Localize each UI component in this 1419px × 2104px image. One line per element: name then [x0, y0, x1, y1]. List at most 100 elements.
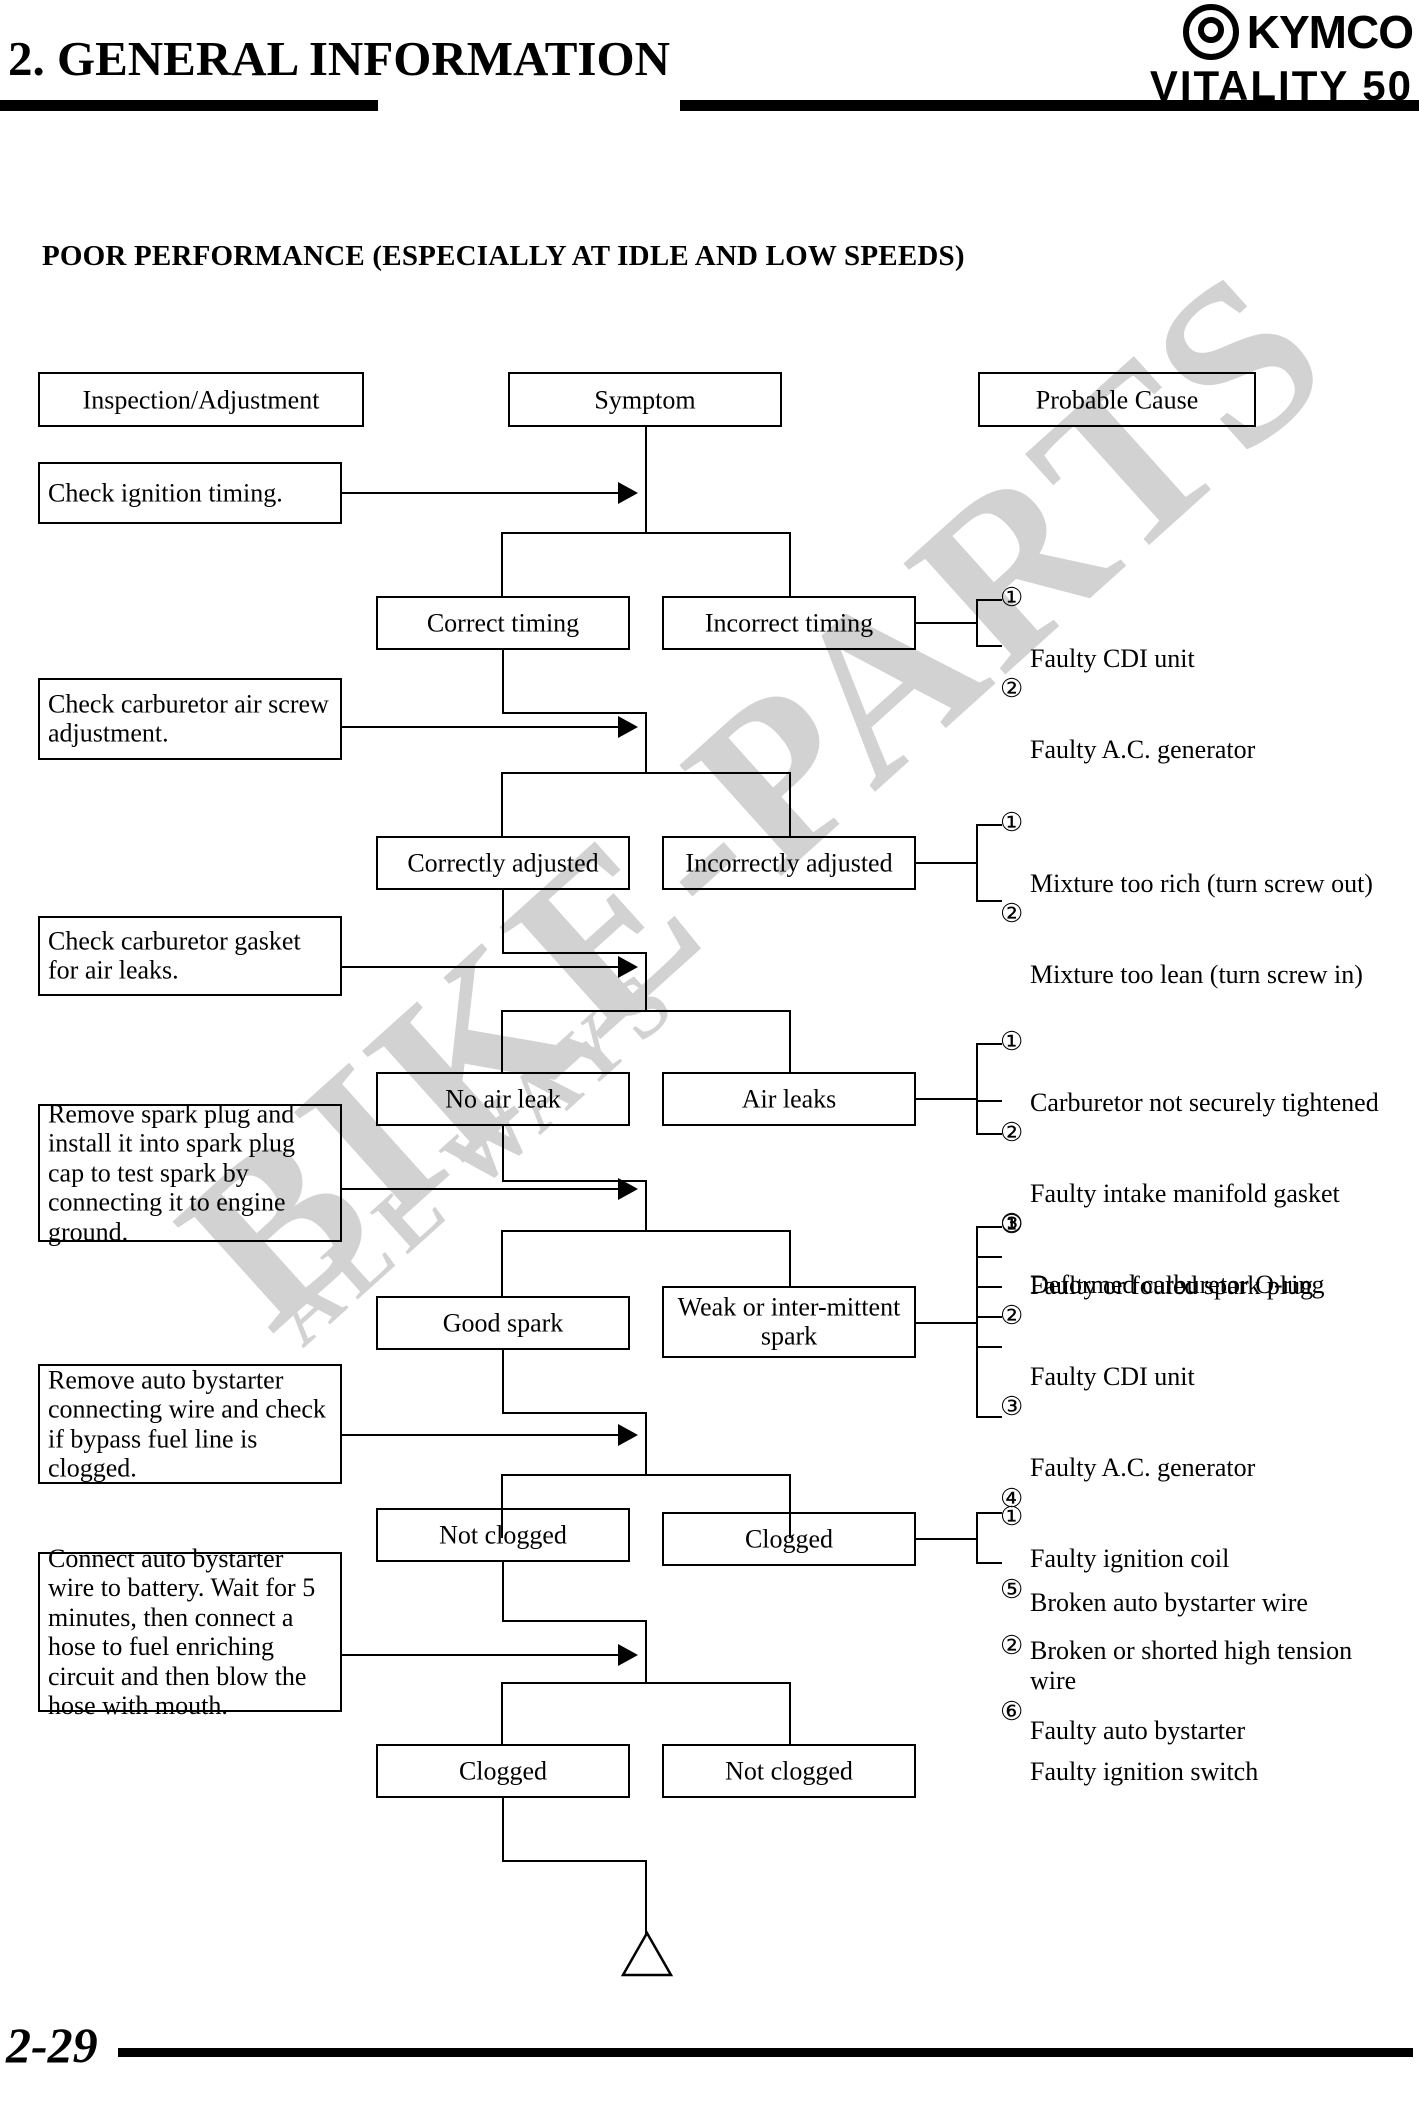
arrow-inspection-5: [618, 1424, 638, 1446]
cause-list-4: ① Faulty or fouled spark plug ② Faulty C…: [1000, 1210, 1400, 1788]
cause-marker: ①: [1000, 583, 1024, 612]
branch-right-3: [789, 1010, 791, 1072]
cause-marker: ③: [1000, 1392, 1024, 1422]
cause-item: ① Faulty CDI unit: [1000, 583, 1400, 674]
cause-text: Faulty CDI unit: [1030, 643, 1195, 673]
cause-tick-4-3: [976, 1286, 1002, 1288]
cause-tick-4-1: [976, 1226, 1002, 1228]
cause-marker: ①: [1000, 1027, 1024, 1056]
symptom-fail-box-6-label: Not clogged: [725, 1756, 853, 1786]
symptom-pass-box-4-label: Good spark: [442, 1308, 564, 1338]
footer-divider: [118, 2048, 1413, 2057]
cause-item: ④ Faulty ignition coil: [1000, 1484, 1400, 1575]
cause-tick-5-1: [976, 1512, 1002, 1514]
cause-tick-3-1: [976, 1043, 1002, 1045]
symptom-spine-1: [645, 427, 647, 532]
arrow-inspection-6: [618, 1644, 638, 1666]
cause-item: ② Faulty auto bystarter: [1000, 1625, 1400, 1754]
tail-spine-final: [645, 1860, 647, 1936]
branch-bus-1: [501, 532, 791, 534]
inspection-box-3-label: Check carburetor gasket for air leaks.: [48, 926, 301, 985]
cause-tick-4-5: [976, 1346, 1002, 1348]
branch-left-4: [501, 1230, 503, 1296]
cause-marker: ②: [1000, 1630, 1024, 1660]
chapter-heading: 2. GENERAL INFORMATION: [8, 30, 670, 87]
cause-item: ⑥ Faulty ignition switch: [1000, 1697, 1400, 1788]
cause-item: ① Broken auto bystarter wire: [1000, 1496, 1400, 1625]
symptom-spine-3: [502, 890, 504, 952]
symptom-spine-4: [502, 1126, 504, 1180]
inspection-box-5: Remove auto bystarter connecting wire an…: [38, 1364, 342, 1484]
inspection-box-3: Check carburetor gasket for air leaks.: [38, 916, 342, 996]
brand-name: KYMCO: [1246, 6, 1414, 58]
page-title: POOR PERFORMANCE (ESPECIALLY AT IDLE AND…: [42, 240, 965, 272]
cause-connector-4: [916, 1322, 978, 1324]
cause-marker: ②: [1000, 1118, 1024, 1148]
cause-bracket-1: [976, 599, 978, 645]
branch-right-1: [789, 532, 791, 596]
branch-left-3: [501, 1010, 503, 1072]
inspection-box-2: Check carburetor air screw adjustment.: [38, 678, 342, 760]
cause-text: Mixture too lean (turn screw in): [1030, 960, 1363, 990]
symptom-fail-box-4: Weak or inter-mittent spark: [662, 1286, 916, 1358]
cause-connector-5: [916, 1538, 978, 1540]
cause-text: Faulty or fouled spark plug: [1030, 1270, 1314, 1300]
symptom-spine-2: [502, 650, 504, 712]
chapter-number: 2.: [8, 31, 45, 86]
inspection-box-1: Check ignition timing.: [38, 462, 342, 524]
continuation-triangle-icon: [620, 1930, 674, 1977]
symptom-spine-2b: [645, 712, 647, 772]
branch-bus-6: [501, 1682, 791, 1684]
symptom-pass-box-3-label: No air leak: [445, 1084, 561, 1114]
column-header-symptom-label: Symptom: [594, 384, 696, 414]
cause-connector-3: [916, 1098, 978, 1100]
arrow-inspection-2: [618, 716, 638, 738]
symptom-pass-box-6-label: Clogged: [458, 1756, 548, 1786]
cause-text: Faulty A.C. generator: [1030, 1453, 1256, 1483]
cause-text: Faulty ignition switch: [1030, 1757, 1259, 1787]
symptom-spine-6: [502, 1562, 504, 1620]
cause-item: ③ Faulty A.C. generator: [1000, 1392, 1400, 1483]
cause-tick-2-2: [976, 900, 1002, 902]
header-divider: [0, 100, 1419, 111]
connector-inspection-5: [342, 1434, 632, 1436]
cause-text: Carburetor not securely tightened: [1030, 1087, 1379, 1117]
column-header-cause: Probable Cause: [978, 372, 1256, 427]
cause-item: ② Faulty CDI unit: [1000, 1301, 1400, 1392]
cause-marker: ②: [1000, 674, 1024, 704]
cause-text: Broken auto bystarter wire: [1030, 1587, 1308, 1617]
branch-right-6: [789, 1682, 791, 1744]
symptom-pass-box-4: Good spark: [376, 1296, 630, 1350]
inspection-box-4-label: Remove spark plug and install it into sp…: [48, 1099, 295, 1247]
cause-marker: ⑤: [1000, 1574, 1024, 1604]
cause-item: ① Faulty or fouled spark plug: [1000, 1210, 1400, 1301]
cause-tick-3-3: [976, 1133, 1002, 1135]
spine-jog-4: [502, 1180, 646, 1182]
column-header-inspection: Inspection/Adjustment: [38, 372, 364, 427]
symptom-spine-6b: [645, 1620, 647, 1682]
cause-tick-1-2: [976, 645, 1002, 647]
cause-text: Mixture too rich (turn screw out): [1030, 868, 1373, 898]
page-number: 2-29: [6, 2017, 98, 2073]
symptom-spine-3b: [645, 952, 647, 1010]
spine-jog-3: [502, 952, 646, 954]
cause-text: Broken or shorted high tension wire: [1030, 1635, 1353, 1696]
kymco-logo-icon: [1182, 4, 1239, 60]
cause-bracket-3: [976, 1043, 978, 1133]
cause-marker: ③: [1000, 1209, 1024, 1239]
branch-left-2: [501, 772, 503, 836]
branch-right-4: [789, 1230, 791, 1286]
page-header: 2. GENERAL INFORMATION KYMCO VITALITY 50: [0, 0, 1419, 118]
cause-marker: ⑥: [1000, 1696, 1024, 1726]
cause-tick-4-2: [976, 1256, 1002, 1258]
symptom-fail-box-3-label: Air leaks: [741, 1084, 837, 1114]
cause-list-3: ① Carburetor not securely tightened ② Fa…: [1000, 1027, 1400, 1301]
tail-spine-jog: [502, 1860, 646, 1862]
tail-spine-down: [502, 1798, 504, 1860]
symptom-fail-box-1-label: Incorrect timing: [704, 608, 874, 638]
cause-text: Faulty CDI unit: [1030, 1362, 1195, 1392]
cause-tick-1-1: [976, 599, 1002, 601]
connector-inspection-1: [342, 492, 632, 494]
symptom-pass-box-1-label: Correct timing: [426, 608, 580, 638]
symptom-spine-4b: [645, 1180, 647, 1230]
